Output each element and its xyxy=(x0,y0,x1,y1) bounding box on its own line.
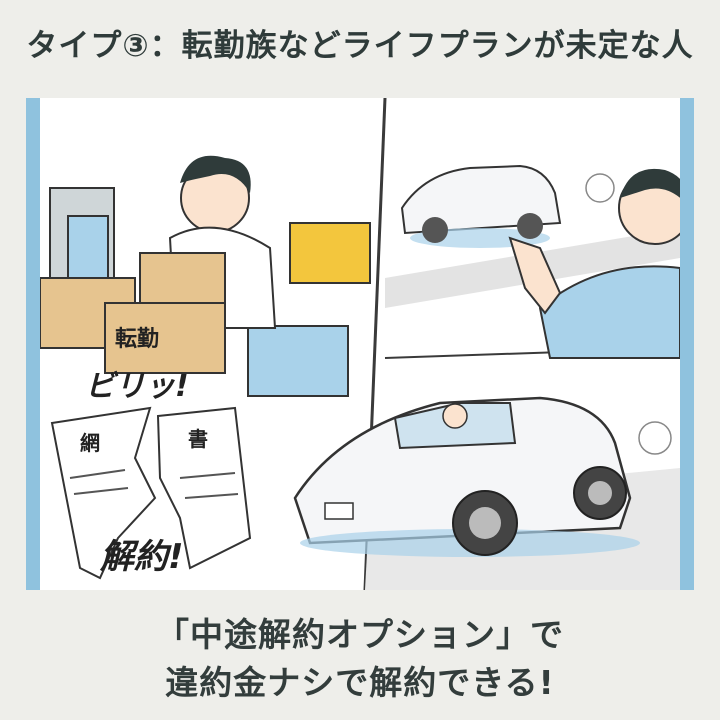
car-small-wheel xyxy=(517,213,543,239)
illustration-panel: 転勤 ビリッ! 網 書 解約! xyxy=(26,98,694,590)
car-large-hubcap xyxy=(588,481,612,505)
window-shape xyxy=(67,215,109,287)
sound-effect-text: ビリッ! xyxy=(85,369,189,404)
carried-box-main xyxy=(104,302,226,374)
document-left-half xyxy=(50,406,157,580)
document-line xyxy=(184,493,239,499)
page-title: タイプ③：転勤族などライフプランが未定な人 xyxy=(26,28,694,64)
driving-scene xyxy=(293,396,680,590)
box-label: 転勤 xyxy=(115,326,159,352)
document-left-char: 網 xyxy=(80,431,100,455)
caption-line-2: 違約金ナシで解約できる! xyxy=(165,663,555,702)
document-line xyxy=(179,472,236,479)
license-plate xyxy=(324,502,354,520)
illustration-svg: 転勤 ビリッ! 網 書 解約! xyxy=(40,98,680,590)
carried-box-top xyxy=(139,252,226,306)
car-small-wheel xyxy=(422,217,448,243)
waving-person-hair xyxy=(620,168,680,198)
document-line xyxy=(69,469,126,479)
document-line xyxy=(73,487,129,495)
person-hair xyxy=(180,155,251,193)
waving-scene xyxy=(385,164,680,359)
waving-person-body xyxy=(538,265,680,359)
yellow-box xyxy=(289,222,371,284)
stamp-text: 解約! xyxy=(99,537,184,577)
waving-hand xyxy=(508,236,562,315)
caption-line-1: 「中途解約オプション」で xyxy=(156,615,564,654)
document-right-half xyxy=(156,406,252,570)
car-large-body xyxy=(293,396,632,545)
car-small-body xyxy=(400,164,562,235)
car-large-hubcap xyxy=(469,507,501,539)
blue-box xyxy=(247,325,349,397)
moving-scene: 転勤 ビリッ! 網 書 解約! xyxy=(40,155,371,580)
exhaust-puff xyxy=(585,173,615,203)
document-right-char: 書 xyxy=(188,427,208,451)
exhaust-puff-large xyxy=(638,421,672,455)
driver-head xyxy=(442,403,468,429)
